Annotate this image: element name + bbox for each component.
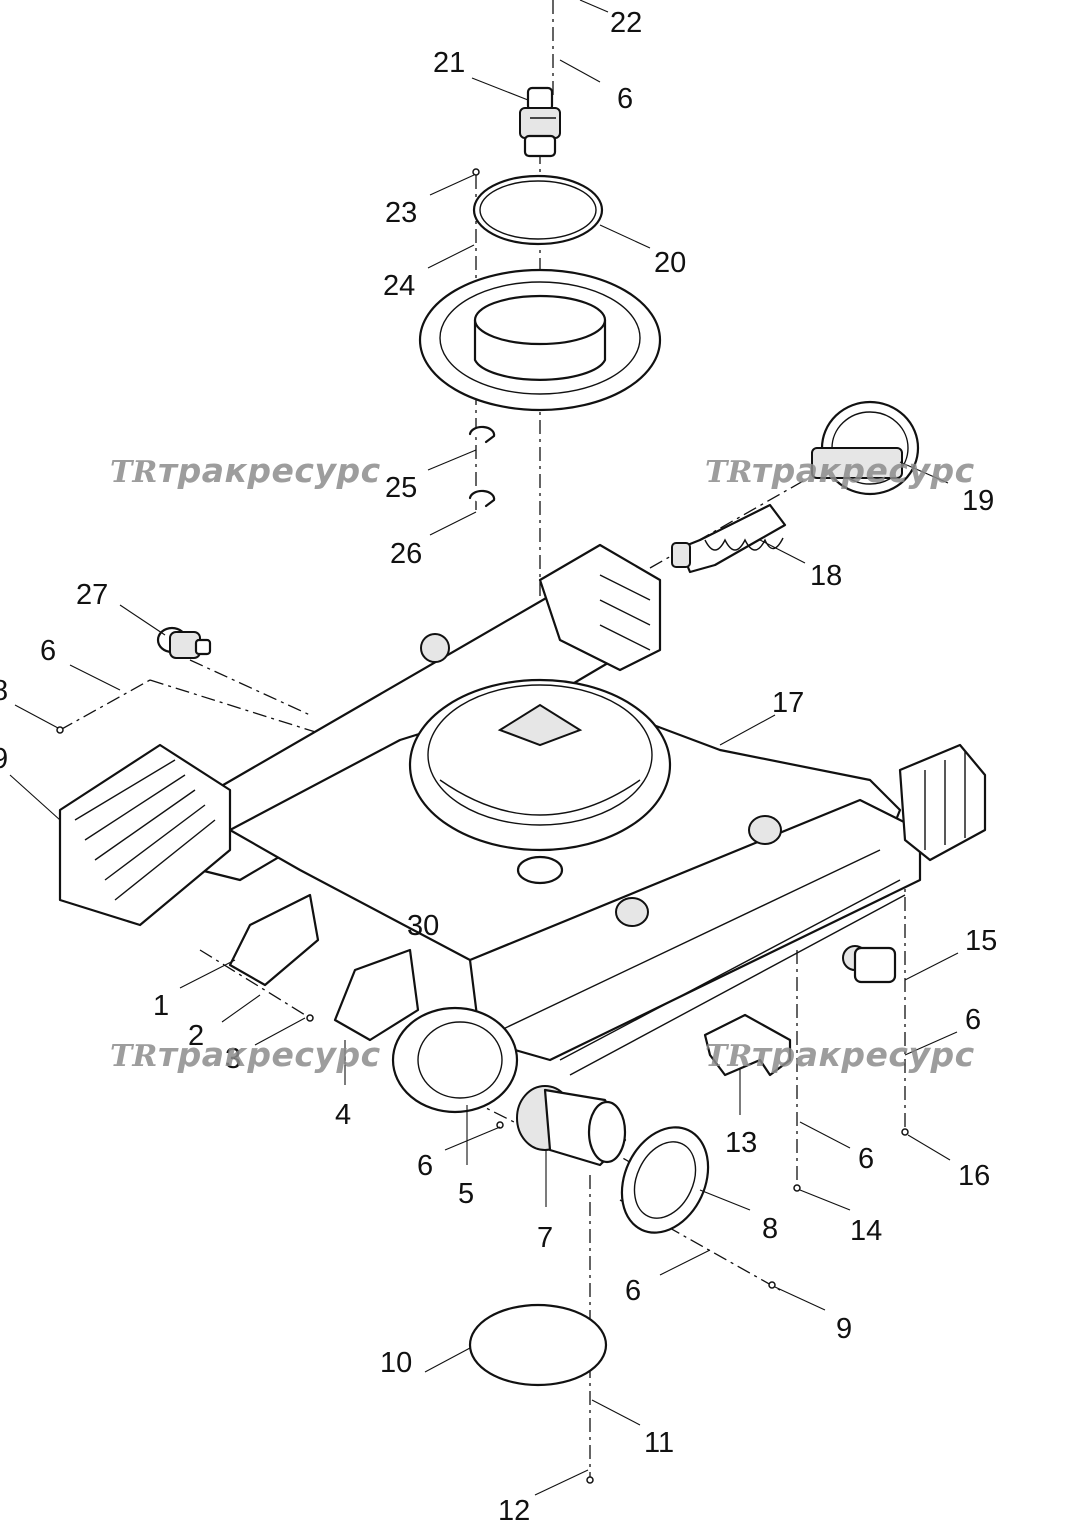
- callout-label: 14: [850, 1215, 882, 1247]
- seal-ring-part: [472, 174, 604, 246]
- carrier-roller-part: [156, 626, 212, 659]
- callout-labels: 22 21 6 23 20 24 25 19 26 18 27 6 8 9 17…: [0, 7, 997, 1527]
- bottom-cover-part: [468, 1303, 608, 1387]
- watermark-bottom-right: TR тракресурс: [705, 1035, 975, 1074]
- callout-label: 6: [965, 1004, 981, 1036]
- watermark-text: тракресурс: [158, 451, 381, 490]
- travel-motor-part: [516, 1085, 627, 1167]
- callout-label: 9: [836, 1313, 852, 1345]
- callout-label: 23: [385, 197, 417, 229]
- callout-label: 5: [458, 1178, 474, 1210]
- callout-label: 1: [153, 990, 169, 1022]
- watermark-logo: TR: [110, 1039, 157, 1074]
- watermark-logo: TR: [705, 455, 752, 490]
- callout-label: 6: [417, 1150, 433, 1182]
- watermark-text: тракресурс: [158, 1035, 381, 1074]
- callout-label: 6: [40, 635, 56, 667]
- leader-lines: [9, 0, 959, 1496]
- callout-label: 10: [380, 1347, 412, 1379]
- watermark-top-right: TR тракресурс: [705, 451, 975, 490]
- sprocket-part: [620, 1126, 710, 1234]
- callout-label: 12: [498, 1495, 530, 1527]
- callout-label: 6: [625, 1275, 641, 1307]
- cover-plate-parts: [228, 893, 420, 1042]
- callout-label: 20: [654, 247, 686, 279]
- track-guide-part: [703, 1013, 792, 1077]
- callout-label: 27: [76, 579, 108, 611]
- track-adjuster-spring-part: [671, 503, 787, 574]
- callout-label: 8: [0, 675, 8, 707]
- watermark-bottom-left: TR тракресурс: [110, 1035, 381, 1074]
- clip-parts: [468, 425, 496, 508]
- callout-label: 3: [225, 1043, 241, 1075]
- callout-label: 8: [762, 1213, 778, 1245]
- callout-label: 6: [617, 83, 633, 115]
- callout-label: 11: [644, 1427, 674, 1459]
- bearing-flange-part: [418, 268, 662, 412]
- callout-label: 4: [335, 1099, 351, 1131]
- callout-label: 25: [385, 472, 417, 504]
- callout-label: 16: [958, 1160, 990, 1192]
- callout-label: 7: [537, 1222, 553, 1254]
- callout-label: 18: [810, 560, 842, 592]
- watermark-logo: TR: [705, 1039, 752, 1074]
- callout-label: 2: [188, 1020, 204, 1052]
- callout-label: 24: [383, 270, 415, 302]
- callout-label: 19: [962, 485, 994, 517]
- callout-label: 13: [725, 1127, 757, 1159]
- watermark-logo: TR: [110, 455, 157, 490]
- watermark-text: тракресурс: [752, 451, 975, 490]
- undercarriage-frame-part: [58, 543, 987, 1114]
- callout-label: 30: [407, 910, 439, 942]
- idler-wheel-part: [811, 400, 920, 496]
- callout-label: 21: [433, 47, 465, 79]
- callout-label: 26: [390, 538, 422, 570]
- watermark-text: тракресурс: [752, 1035, 975, 1074]
- bolt-parts: [56, 168, 909, 1484]
- callout-label: 9: [0, 743, 8, 775]
- watermark-top-left: TR тракресурс: [110, 451, 381, 490]
- callout-label: 17: [772, 687, 804, 719]
- swivel-joint-part: [519, 86, 561, 158]
- callout-label: 15: [965, 925, 997, 957]
- callout-label: 22: [610, 7, 642, 39]
- lower-roller-part: [842, 945, 897, 984]
- callout-label: 6: [858, 1143, 874, 1175]
